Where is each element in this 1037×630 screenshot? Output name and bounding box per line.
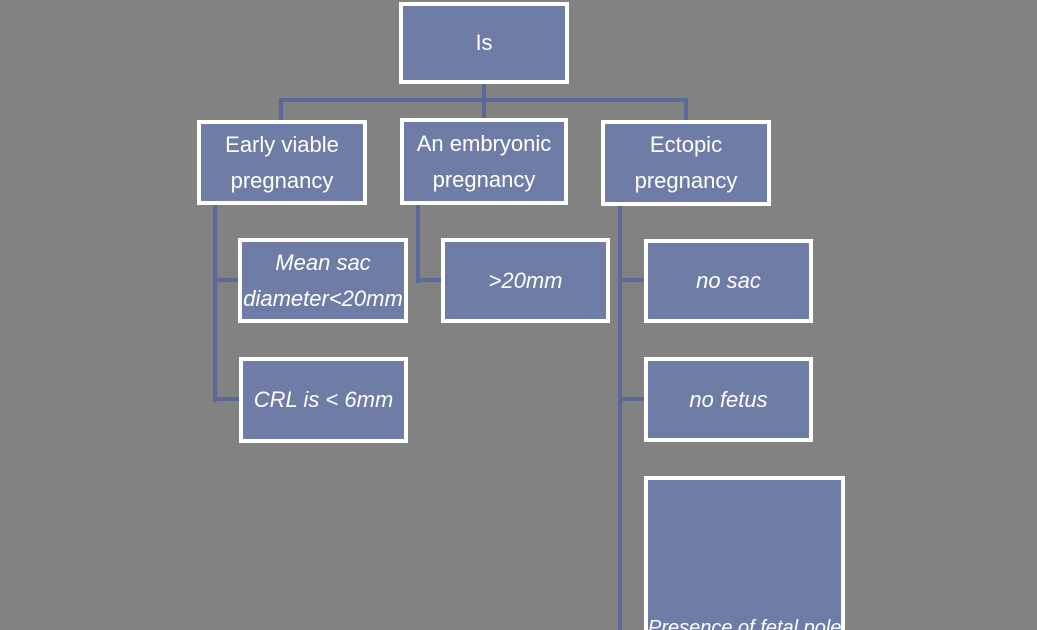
connector-early-to-meansac bbox=[215, 278, 240, 282]
connector-ectopic-to-nofetus bbox=[620, 397, 646, 401]
node-crl-label: CRL is < 6mm bbox=[253, 387, 394, 412]
node-is: Is bbox=[399, 2, 569, 84]
connector-early-to-crl bbox=[215, 397, 241, 401]
node-is-label: Is bbox=[475, 30, 493, 55]
node-presence-of-fetal-pole-label: Presence of fetal pole bbox=[648, 617, 842, 630]
node-an-embryonic-pregnancy: An embryonic pregnancy bbox=[400, 118, 568, 205]
node-ectopic-pregnancy-label: Ectopic pregnancy bbox=[634, 132, 738, 193]
node-ectopic-pregnancy: Ectopic pregnancy bbox=[601, 120, 771, 206]
connector-stub-ectopic bbox=[684, 100, 688, 121]
node-early-viable-pregnancy: Early viable pregnancy bbox=[197, 120, 367, 205]
connector-root-vertical bbox=[482, 84, 486, 100]
node-gt-20mm: >20mm bbox=[441, 238, 610, 323]
node-presence-of-fetal-pole: Presence of fetal pole bbox=[644, 476, 845, 630]
node-mean-sac-diameter: Mean sac diameter<20mm bbox=[238, 238, 408, 323]
connector-early-branch-vertical bbox=[213, 205, 217, 402]
node-no-sac-label: no sac bbox=[696, 268, 761, 293]
connector-stub-embryonic bbox=[482, 100, 486, 119]
node-early-viable-pregnancy-label: Early viable pregnancy bbox=[225, 131, 339, 193]
connector-embryonic-branch-vertical bbox=[416, 205, 420, 283]
node-mean-sac-diameter-label: Mean sac diameter<20mm bbox=[243, 249, 403, 311]
connector-embryonic-to-gt20mm bbox=[418, 278, 443, 282]
node-no-fetus: no fetus bbox=[644, 357, 813, 442]
connector-ectopic-to-nosac bbox=[620, 278, 646, 282]
node-crl: CRL is < 6mm bbox=[239, 357, 408, 443]
connector-ectopic-branch-vertical bbox=[618, 206, 622, 630]
connector-stub-early bbox=[279, 100, 283, 121]
node-no-sac: no sac bbox=[644, 239, 813, 323]
node-no-fetus-label: no fetus bbox=[689, 386, 768, 412]
node-gt-20mm-label: >20mm bbox=[488, 267, 563, 293]
node-an-embryonic-pregnancy-label: An embryonic pregnancy bbox=[416, 130, 552, 192]
